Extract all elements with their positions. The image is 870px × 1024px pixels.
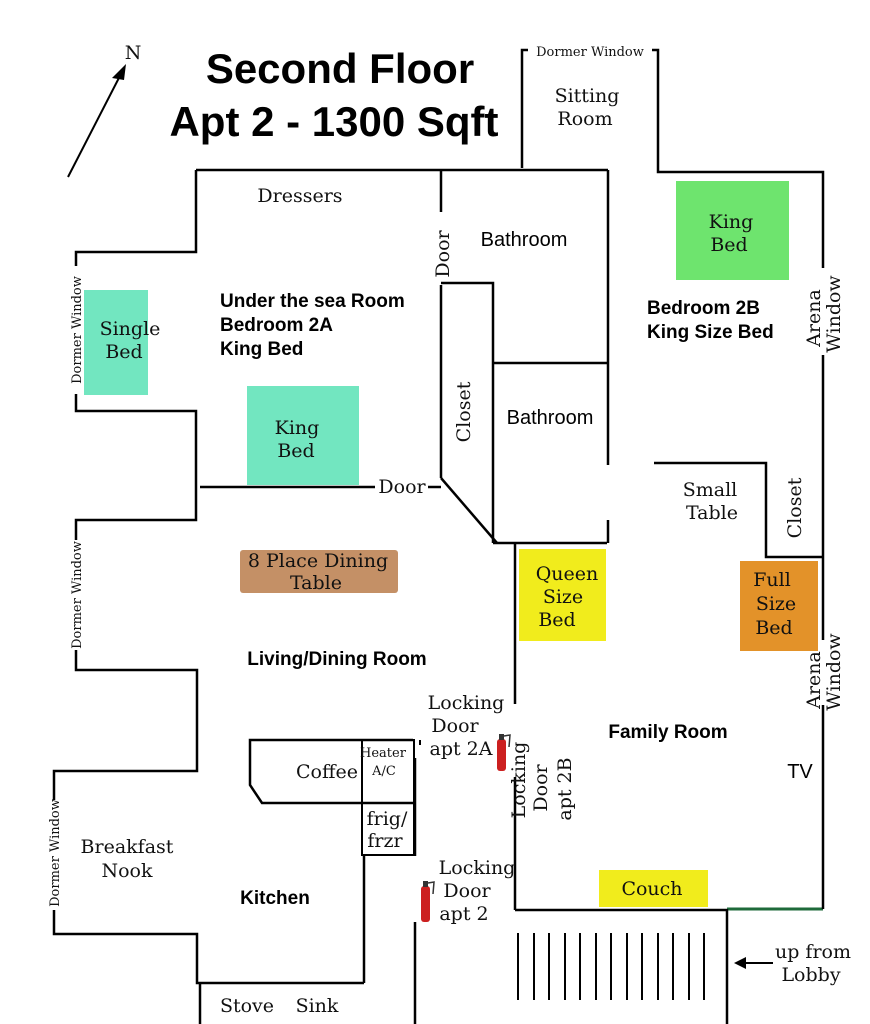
king-bed-2b-label-2: Bed — [710, 234, 747, 256]
queen-bed-label-3: Bed — [538, 609, 575, 631]
single-bed-label-2: Bed — [105, 341, 142, 363]
full-bed-label-3: Bed — [755, 617, 792, 639]
closet-right-label: Closet — [784, 477, 806, 538]
bathroom-mid-label: Bathroom — [507, 407, 594, 429]
fridge-label-2: frzr — [367, 830, 403, 852]
single-bed-label-1: Single — [100, 318, 161, 340]
breakfast-nook-label-1: Breakfast — [81, 836, 174, 858]
dormer-window-top: Dormer Window — [536, 45, 644, 60]
locking-2a-label-2: Door — [431, 715, 479, 737]
full-bed-label-2: Size — [756, 593, 796, 615]
fridge-label-1: frig/ — [367, 808, 408, 830]
dining-table-label-1: 8 Place Dining — [248, 550, 388, 572]
north-label: N — [125, 42, 142, 64]
queen-bed-label-1: Queen — [536, 563, 599, 585]
dormer-window-left3: Dormer Window — [48, 799, 63, 907]
walls — [52, 48, 825, 1024]
stairs-label-1: up from — [775, 941, 851, 963]
stairs — [517, 933, 705, 1000]
bedroom-2a-label-2: Bedroom 2A — [220, 315, 333, 336]
arena-window-1-line1: Arena — [803, 289, 825, 348]
small-table-label-1: Small — [683, 479, 738, 501]
queen-bed-label-2: Size — [543, 586, 583, 608]
king-bed-2b-label-1: King — [709, 211, 754, 233]
arrow-left-icon — [734, 957, 773, 969]
arena-window-1-line2: Window — [823, 275, 845, 353]
single-bed — [84, 290, 148, 395]
king-bed-2a — [247, 386, 359, 485]
small-table-label-2: Table — [686, 502, 738, 524]
locking-2b-label-2: Door — [530, 763, 552, 811]
north-arrow-icon: N — [67, 42, 142, 178]
fire-extinguisher-icon — [497, 734, 511, 771]
couch — [599, 870, 708, 907]
locking-2a-label-1: Locking — [428, 692, 505, 714]
king-bed-2b — [676, 181, 789, 280]
locking-2-label-3: apt 2 — [439, 903, 488, 925]
sitting-room-label-2: Room — [557, 108, 612, 130]
sitting-room-label-1: Sitting — [555, 85, 620, 107]
sink-label: Sink — [296, 995, 339, 1017]
locking-2-label-2: Door — [443, 880, 491, 902]
dressers-label: Dressers — [257, 185, 342, 207]
door-bath-label: Door — [432, 229, 454, 277]
bedroom-2b-label-1: Bedroom 2B — [647, 298, 760, 319]
dining-table — [240, 550, 398, 593]
dormer-window-left2: Dormer Window — [70, 541, 85, 649]
fire-extinguisher-icon — [421, 881, 435, 922]
heater-label-2: A/C — [371, 764, 396, 779]
living-room-label: Living/Dining Room — [247, 649, 426, 670]
locking-2b-label-3: apt 2B — [554, 757, 576, 820]
king-bed-2a-label-2: Bed — [277, 440, 314, 462]
arena-window-2-line1: Arena — [803, 651, 825, 710]
locking-2-label-1: Locking — [439, 857, 516, 879]
bathroom-top-label: Bathroom — [481, 229, 568, 251]
queen-bed — [519, 549, 606, 641]
tv-label: TV — [787, 761, 813, 783]
locking-2b-label-1: Locking — [508, 742, 530, 819]
stairs-label-2: Lobby — [781, 964, 840, 986]
title-line1: Second Floor — [206, 45, 474, 92]
bedroom-2a-label-3: King Bed — [220, 339, 303, 360]
heater-label-1: Heater — [360, 746, 407, 761]
title-line2: Apt 2 - 1300 Sqft — [169, 98, 498, 145]
couch-label: Couch — [621, 878, 682, 900]
bedroom-2a-label-1: Under the sea Room — [220, 291, 405, 312]
full-bed — [740, 561, 818, 651]
stove-label: Stove — [220, 995, 274, 1017]
king-bed-2a-label-1: King — [275, 417, 320, 439]
closet-left-label: Closet — [453, 381, 475, 442]
locking-2a-label-3: apt 2A — [430, 738, 493, 760]
kitchen-label: Kitchen — [240, 888, 310, 909]
door-2a-label: Door — [378, 476, 426, 498]
bedroom-2b-label-2: King Size Bed — [647, 322, 774, 343]
dining-table-label-2: Table — [290, 572, 342, 594]
dormer-window-left1: Dormer Window — [70, 276, 85, 384]
family-room-label: Family Room — [608, 722, 727, 743]
full-bed-label-1: Full — [753, 569, 791, 591]
arena-window-2-line2: Window — [823, 633, 845, 711]
breakfast-nook-label-2: Nook — [101, 860, 153, 882]
coffee-label: Coffee — [296, 761, 358, 783]
